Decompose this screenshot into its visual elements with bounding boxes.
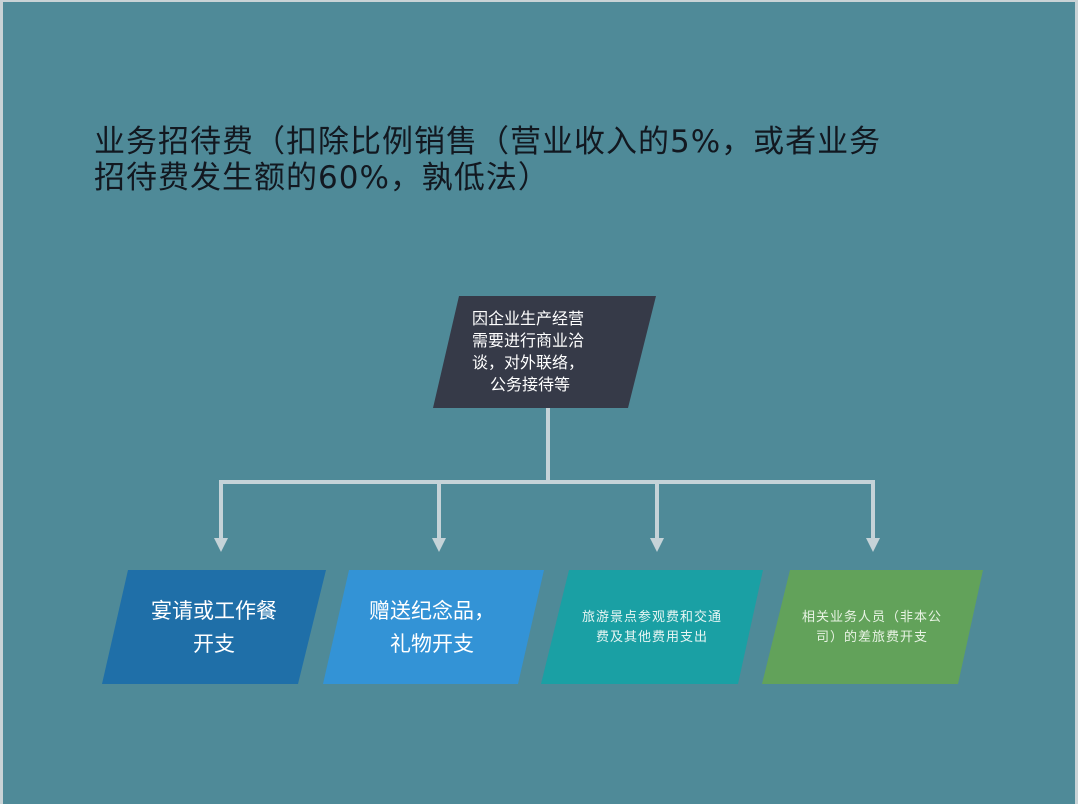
leaf-4-line-1: 相关业务人员（非本公 bbox=[801, 610, 942, 625]
leaf-1-line-2: 开支 bbox=[193, 632, 235, 656]
arrow-down-icon bbox=[214, 538, 228, 552]
leaf-4-line-2: 司）的差旅费开支 bbox=[815, 630, 928, 645]
root-line-1: 因企业生产经营 bbox=[472, 309, 585, 328]
leaf-2-line-1: 赠送纪念品， bbox=[369, 599, 495, 623]
slide-title: 业务招待费（扣除比例销售（营业收入的5%，或者业务 招待费发生额的60%，孰低法… bbox=[94, 124, 994, 196]
root-line-3: 谈，对外联络， bbox=[472, 353, 585, 372]
arrow-down-icon bbox=[432, 538, 446, 552]
root-line-2: 需要进行商业洽 bbox=[472, 331, 585, 350]
leaf-node-2: 赠送纪念品， 礼物开支 bbox=[328, 580, 536, 676]
root-node: 因企业生产经营 需要进行商业洽 谈，对外联络， 公务接待等 bbox=[440, 300, 650, 404]
leaf-node-4: 相关业务人员（非本公 司）的差旅费开支 bbox=[772, 590, 972, 666]
leaf-node-1-shape bbox=[102, 570, 326, 684]
title-line-1: 业务招待费（扣除比例销售（营业收入的5%，或者业务 bbox=[94, 124, 882, 160]
root-node-shape bbox=[433, 296, 656, 408]
leaf-node-3: 旅游景点参观费和交通 费及其他费用支出 bbox=[552, 590, 752, 666]
leaf-node-4-shape bbox=[762, 570, 983, 684]
arrow-down-icon bbox=[650, 538, 664, 552]
leaf-2-line-2: 礼物开支 bbox=[390, 632, 474, 656]
root-line-4: 公务接待等 bbox=[490, 375, 571, 394]
leaf-node-3-shape bbox=[541, 570, 763, 684]
leaf-1-line-1: 宴请或工作餐 bbox=[151, 599, 277, 623]
leaf-3-line-1: 旅游景点参观费和交通 bbox=[581, 610, 722, 625]
leaf-node-2-shape bbox=[323, 570, 544, 684]
leaf-3-line-2: 费及其他费用支出 bbox=[595, 630, 708, 645]
title-line-2: 招待费发生额的60%，孰低法） bbox=[94, 160, 550, 196]
arrowheads bbox=[214, 538, 880, 552]
arrow-down-icon bbox=[866, 538, 880, 552]
leaf-node-1: 宴请或工作餐 开支 bbox=[112, 580, 316, 676]
connector-lines bbox=[219, 408, 875, 540]
